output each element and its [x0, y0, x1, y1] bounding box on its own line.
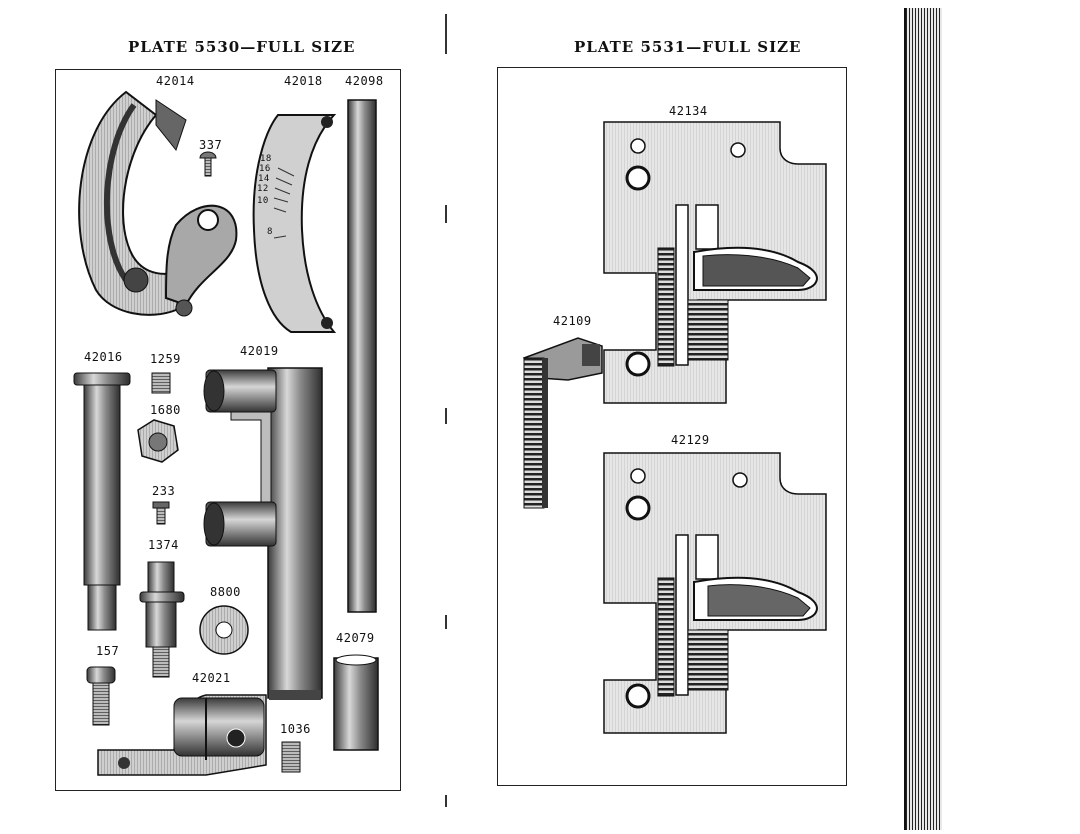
part-label-8800: 8800	[210, 585, 241, 599]
gutter-mark	[445, 14, 447, 54]
part-label-337: 337	[199, 138, 223, 152]
part-label-1036: 1036	[280, 722, 311, 736]
part-label-1374: 1374	[148, 538, 179, 552]
part-42129-throat-plate	[603, 452, 827, 734]
part-label-1259: 1259	[150, 352, 181, 366]
part-label-42016: 42016	[84, 350, 123, 364]
plate-5530-frame: 42014 42018 42098 337 18 16 14 12 10 8 4…	[55, 69, 401, 791]
part-42018-scale-plate	[252, 114, 337, 333]
scale-mark: 10	[257, 196, 269, 206]
plate-5530-illustration	[73, 90, 379, 776]
part-label-42134: 42134	[669, 104, 708, 118]
plate-5531-frame: 42134 42109 42129	[497, 67, 847, 786]
plate-5531-title: PLATE 5531—FULL SIZE	[574, 38, 802, 56]
part-label-42018: 42018	[284, 74, 323, 88]
part-label-157: 157	[96, 644, 120, 658]
scale-mark: 18	[260, 154, 272, 164]
part-label-42014: 42014	[156, 74, 195, 88]
part-1374-stud	[139, 561, 185, 678]
scale-mark: 12	[257, 184, 269, 194]
part-42079-sleeve	[333, 654, 379, 751]
part-157-screw	[86, 666, 116, 726]
part-label-42098: 42098	[345, 74, 384, 88]
part-8800-washer	[199, 605, 249, 655]
part-42098-rod	[347, 99, 377, 613]
part-label-42021: 42021	[192, 671, 231, 685]
plate-5531-illustration	[522, 121, 827, 734]
scale-mark: 16	[259, 164, 271, 174]
part-1680-nut	[137, 419, 179, 463]
part-42021-clamp	[97, 694, 267, 776]
scale-mark: 14	[258, 174, 270, 184]
part-42016-stud	[73, 372, 131, 631]
gutter-mark	[445, 615, 447, 629]
scale-mark: 8	[267, 227, 273, 237]
gutter-mark	[445, 408, 447, 424]
part-1036-set-screw	[281, 741, 301, 773]
part-42134-throat-plate	[603, 121, 827, 404]
part-233-screw	[152, 501, 170, 525]
part-42109-feed-bar	[522, 337, 603, 509]
part-1259-set-screw	[151, 372, 171, 394]
part-label-1680: 1680	[150, 403, 181, 417]
part-label-42079: 42079	[336, 631, 375, 645]
part-label-233: 233	[152, 484, 176, 498]
part-337-screw	[199, 151, 217, 177]
part-label-42019: 42019	[240, 344, 279, 358]
gutter-mark	[445, 795, 447, 807]
part-42019-bracket	[203, 367, 323, 700]
part-42014-curved-arm	[78, 90, 238, 317]
part-label-42109: 42109	[553, 314, 592, 328]
plate-5530-title: PLATE 5530—FULL SIZE	[128, 38, 356, 56]
gutter-mark	[445, 205, 447, 223]
part-label-42129: 42129	[671, 433, 710, 447]
book-page-edges	[904, 8, 942, 830]
